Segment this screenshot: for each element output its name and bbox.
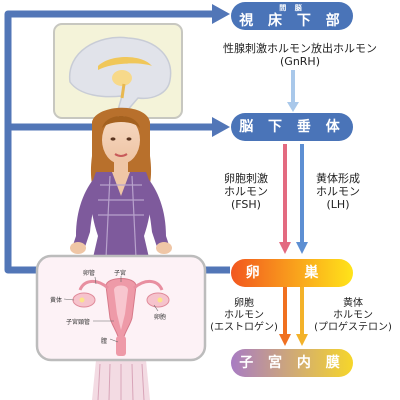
uterus-label: 子宮 <box>114 270 127 277</box>
fsh-label-line1: 卵胞刺激 <box>224 172 268 185</box>
pituitary-node-label: 脳 下 垂 体 <box>239 119 345 135</box>
gnrh-label: 性腺刺激ホルモン放出ホルモン (GnRH) <box>200 42 400 68</box>
lh-label-line3: (LH) <box>326 198 350 211</box>
corpus-luteum-label: 黄体 <box>50 297 63 304</box>
lh-label-line1: 黄体形成 <box>316 172 360 185</box>
vagina-label: 膣 <box>101 338 108 345</box>
uterus-panel <box>35 254 207 362</box>
follicle-label: 卵胞 <box>154 314 167 321</box>
fsh-label-line2: ホルモン <box>224 185 268 198</box>
brain-illustration <box>53 23 183 119</box>
feedback-arrowhead-pituitary <box>212 117 230 137</box>
ovary-node-label: 卵 巣 <box>245 265 339 281</box>
estrogen-label-line3: (エストロゲン) <box>210 322 278 333</box>
hypothalamus-node: 間 脳 視 床 下 部 <box>231 2 353 30</box>
fsh-label-line3: (FSH) <box>231 198 261 211</box>
ovary-node-bg <box>231 259 353 287</box>
progesterone-arrowhead <box>296 334 308 346</box>
endometrium-node-bg <box>231 349 353 377</box>
endometrium-node-label: 子 宮 内 膜 <box>239 355 345 371</box>
progesterone-label-line2: ホルモン <box>333 310 373 321</box>
gnrh-label-line2: (GnRH) <box>280 55 320 68</box>
hypothalamus-node-label: 視 床 下 部 <box>239 13 345 29</box>
lh-label: 黄体形成 ホルモン (LH) <box>306 172 370 211</box>
progesterone-label: 黄体 ホルモン (プロゲステロン) <box>306 298 400 334</box>
fsh-arrowhead <box>279 242 291 254</box>
hormone-arrows <box>279 70 308 346</box>
progesterone-label-line3: (プロゲステロン) <box>314 322 392 333</box>
woman-illustration <box>70 107 172 400</box>
pituitary-node: 脳 下 垂 体 <box>231 113 353 141</box>
feedback-arrowhead-hypothalamus <box>212 4 230 24</box>
lh-arrowhead <box>296 242 308 254</box>
progesterone-label-line1: 黄体 <box>343 298 363 309</box>
gnrh-arrowhead <box>287 102 299 112</box>
estrogen-label-line1: 卵胞 <box>234 298 254 309</box>
estrogen-label: 卵胞 ホルモン (エストロゲン) <box>204 298 284 334</box>
estrogen-label-line2: ホルモン <box>224 310 264 321</box>
oviduct-label: 卵管 <box>83 270 96 277</box>
gnrh-label-line1: 性腺刺激ホルモン放出ホルモン <box>223 42 377 55</box>
cervical-canal-label: 子宮頸管 <box>66 319 91 326</box>
endometrium-node: 子 宮 内 膜 <box>231 349 353 377</box>
fsh-label: 卵胞刺激 ホルモン (FSH) <box>214 172 278 211</box>
ovary-node: 卵 巣 <box>231 259 353 287</box>
hypothalamus-node-sublabel: 間 脳 <box>279 4 305 12</box>
lh-label-line2: ホルモン <box>316 185 360 198</box>
estrogen-arrowhead <box>279 334 291 346</box>
